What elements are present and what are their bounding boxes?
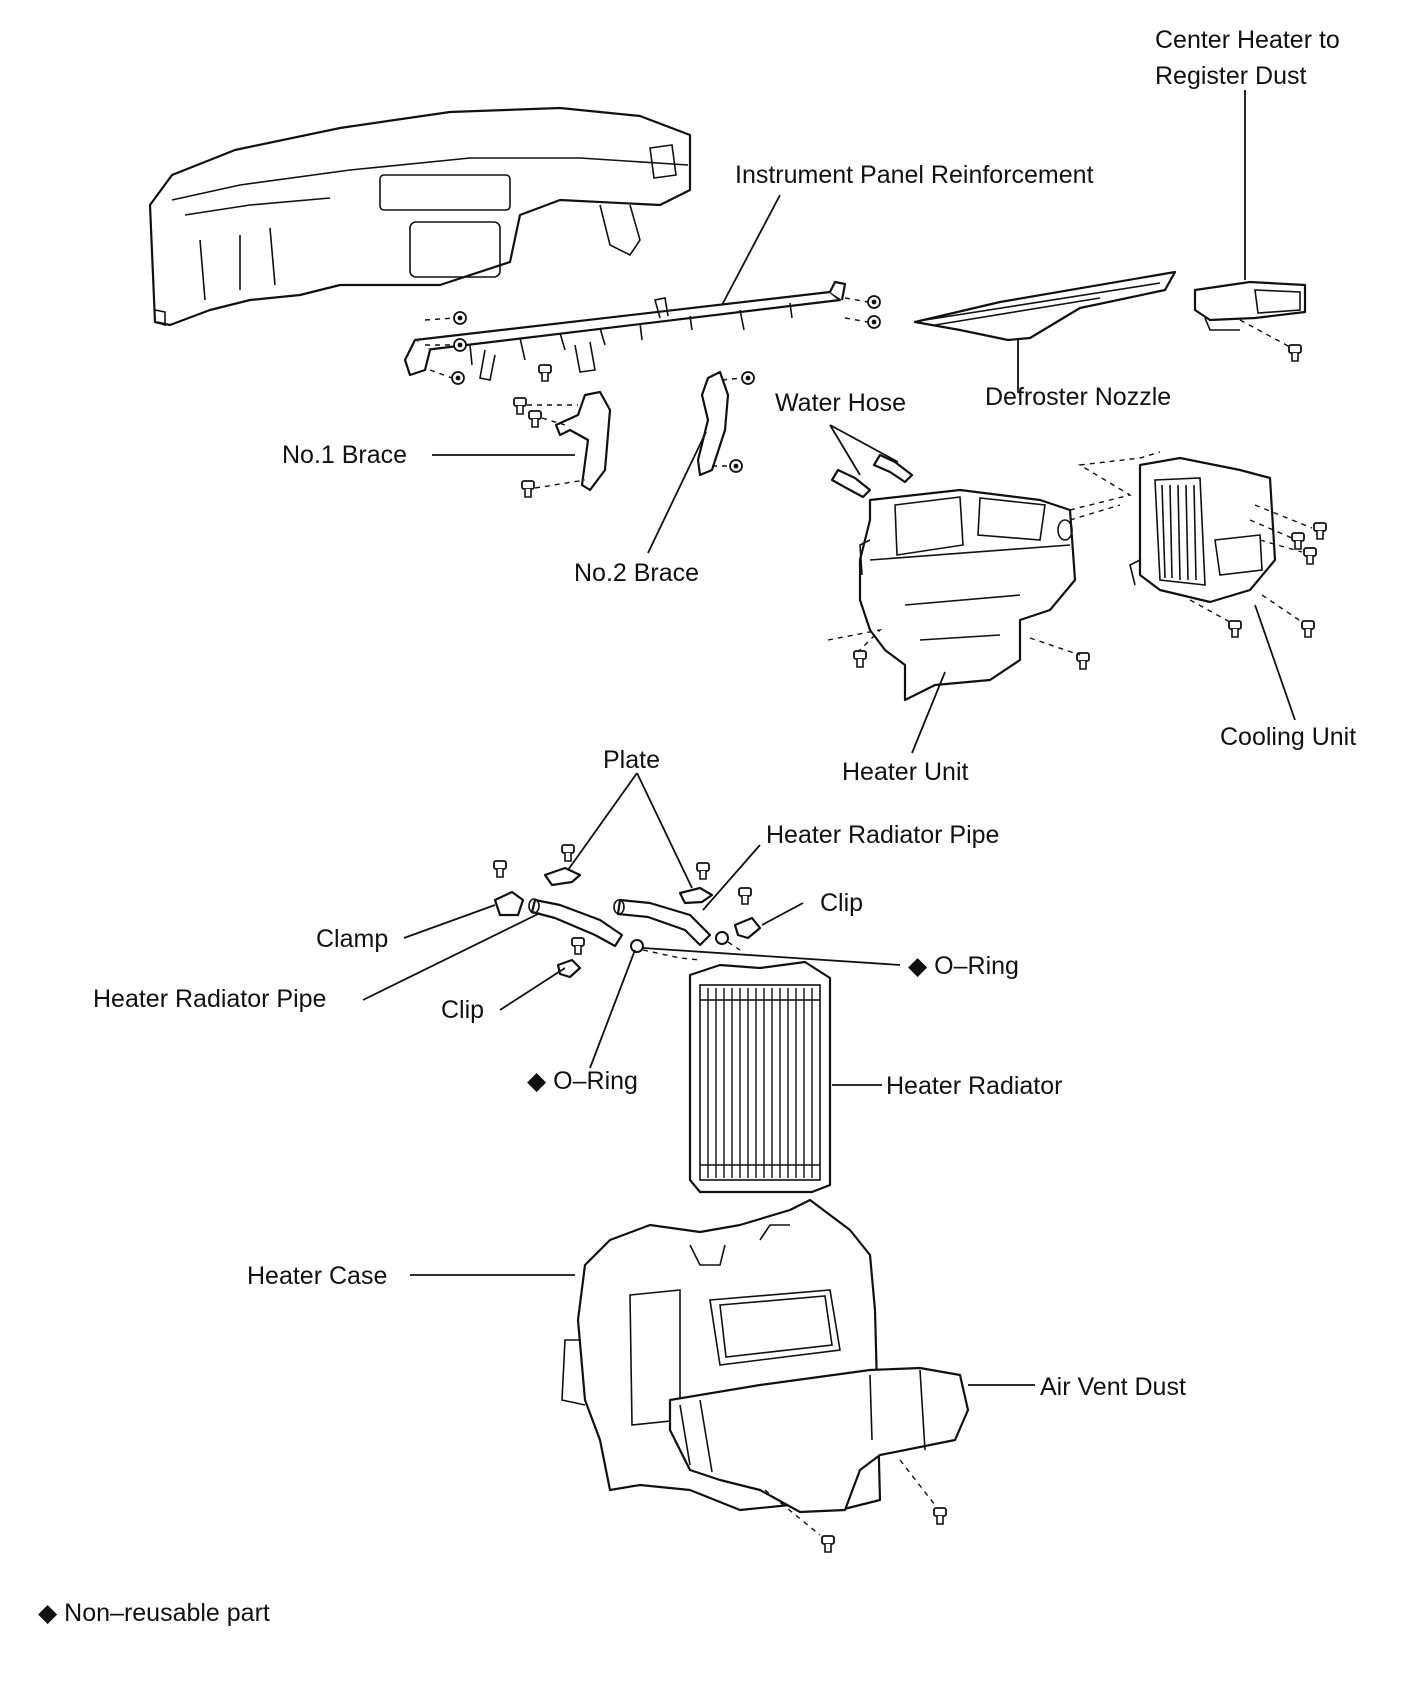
label-defroster-nozzle: Defroster Nozzle	[985, 383, 1172, 411]
instrument-panel-reinforcement	[403, 280, 847, 381]
label-water-hose: Water Hose	[775, 389, 907, 417]
heater-radiator-pipes	[528, 898, 712, 948]
label-clamp: Clamp	[316, 925, 389, 953]
clip-parts	[556, 916, 762, 979]
instrument-panel	[148, 106, 692, 327]
no1-brace	[554, 390, 612, 492]
label-o-ring-left: ◆ O–Ring	[527, 1067, 638, 1095]
footnote-non-reusable: ◆ Non–reusable part	[38, 1599, 270, 1627]
leader-lines	[362, 90, 1296, 1386]
center-heater-duct	[1193, 280, 1307, 331]
plate-parts	[543, 866, 714, 905]
label-heater-radiator: Heater Radiator	[886, 1072, 1063, 1100]
label-cooling-unit: Cooling Unit	[1220, 723, 1357, 751]
label-heater-radiator-pipe-right: Heater Radiator Pipe	[766, 821, 1000, 849]
label-center-heater-duct: Center Heater to Register Dust	[1155, 26, 1340, 90]
label-heater-radiator-pipe-left: Heater Radiator Pipe	[93, 985, 327, 1013]
heater-unit	[858, 488, 1077, 702]
label-air-vent-duct: Air Vent Dust	[1040, 1373, 1186, 1401]
air-vent-duct	[668, 1366, 970, 1514]
label-clip-left: Clip	[441, 996, 485, 1024]
defroster-nozzle	[913, 270, 1177, 342]
label-instrument-panel-reinforcement: Instrument Panel Reinforcement	[735, 161, 1094, 189]
clamp-part	[493, 890, 525, 917]
cooling-unit	[1129, 456, 1277, 604]
label-heater-unit: Heater Unit	[842, 758, 969, 786]
label-no2-brace: No.2 Brace	[574, 559, 700, 587]
label-heater-case: Heater Case	[247, 1262, 388, 1290]
water-hose	[830, 453, 914, 499]
label-o-ring-right: ◆ O–Ring	[908, 952, 1019, 980]
heater-radiator	[688, 960, 832, 1194]
label-no1-brace: No.1 Brace	[282, 441, 408, 469]
no2-brace	[696, 370, 730, 477]
label-plate: Plate	[603, 746, 660, 774]
label-clip-right: Clip	[820, 889, 864, 917]
